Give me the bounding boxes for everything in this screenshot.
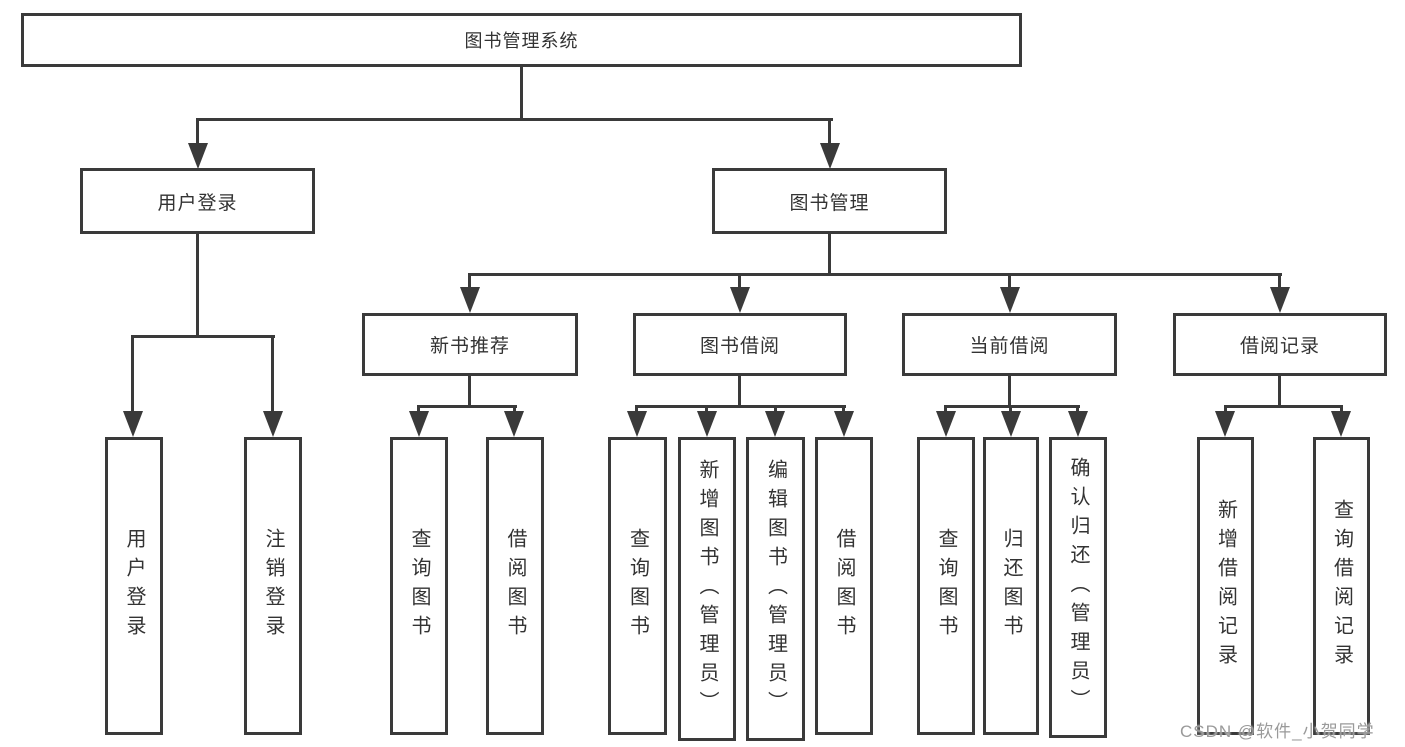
connector-stub bbox=[842, 405, 845, 415]
leaf-label: 用户登录 bbox=[123, 528, 145, 644]
leaf-return-books: 归还图书 bbox=[983, 437, 1039, 735]
connector-stub-borrow-records bbox=[1278, 273, 1281, 288]
connector-stub-leaf-logout bbox=[271, 335, 274, 415]
connector-stub-book-management bbox=[828, 118, 831, 146]
arrowhead-icon bbox=[123, 411, 143, 437]
connector-stub bbox=[1340, 405, 1343, 415]
leaf-label: 借阅图书 bbox=[504, 528, 526, 644]
connector-stub bbox=[1009, 405, 1012, 415]
connector-stub-user-login bbox=[196, 118, 199, 146]
connector-book-management-drop bbox=[828, 234, 831, 276]
leaf-borrow-books: 借阅图书 bbox=[815, 437, 873, 735]
node-borrow-records: 借阅记录 bbox=[1173, 313, 1387, 376]
leaf-add-borrow-record: 新增借阅记录 bbox=[1197, 437, 1254, 735]
connector-user-login-drop bbox=[196, 234, 199, 335]
connector-user-login-split bbox=[131, 335, 275, 338]
arrowhead-icon bbox=[460, 287, 480, 313]
arrowhead-icon bbox=[263, 411, 283, 437]
connector-stub bbox=[635, 405, 638, 415]
node-book-management: 图书管理 bbox=[712, 168, 947, 234]
connector-stub-book-borrow bbox=[738, 273, 741, 288]
arrowhead-icon bbox=[1215, 411, 1235, 437]
csdn-watermark: CSDN @软件_小贺同学 bbox=[1180, 722, 1375, 741]
arrowhead-icon bbox=[820, 143, 840, 169]
connector-book-borrow-drop bbox=[738, 376, 741, 405]
node-label: 当前借阅 bbox=[969, 336, 1050, 357]
leaf-edit-book-admin: 编辑图书（管理员） bbox=[746, 437, 805, 741]
leaf-label: 编辑图书（管理员） bbox=[764, 458, 787, 720]
leaf-query-borrow-record: 查询借阅记录 bbox=[1313, 437, 1370, 735]
connector-stub-leaf-user-login bbox=[131, 335, 134, 415]
connector-root-split bbox=[196, 118, 833, 121]
node-book-borrow: 图书借阅 bbox=[633, 313, 847, 376]
arrowhead-icon bbox=[834, 411, 854, 437]
arrowhead-icon bbox=[1000, 287, 1020, 313]
leaf-label: 新增图书（管理员） bbox=[696, 458, 718, 720]
connector-root-drop bbox=[520, 67, 523, 118]
node-label: 图书管理 bbox=[789, 192, 870, 214]
connector-stub bbox=[417, 405, 420, 415]
leaf-query-books-current: 查询图书 bbox=[917, 437, 975, 735]
leaf-label: 查询借阅记录 bbox=[1330, 499, 1353, 673]
leaf-label: 查询图书 bbox=[408, 528, 430, 644]
node-label: 图书借阅 bbox=[699, 336, 780, 357]
node-label: 新书推荐 bbox=[429, 336, 510, 357]
connector-stub bbox=[513, 405, 516, 415]
leaf-label: 确认归还（管理员） bbox=[1067, 457, 1089, 718]
connector-stub bbox=[944, 405, 947, 415]
arrowhead-icon bbox=[627, 411, 647, 437]
connector-new-book-split bbox=[417, 405, 517, 408]
leaf-user-login: 用户登录 bbox=[105, 437, 163, 735]
leaf-label: 新增借阅记录 bbox=[1214, 499, 1237, 673]
connector-book-management-split bbox=[468, 273, 1282, 276]
connector-new-book-drop bbox=[468, 376, 471, 405]
arrowhead-icon bbox=[504, 411, 524, 437]
node-label: 图书管理系统 bbox=[464, 31, 579, 51]
leaf-borrow-books-recommend: 借阅图书 bbox=[486, 437, 544, 735]
connector-book-borrow-split bbox=[635, 405, 846, 408]
leaf-label: 注销登录 bbox=[262, 528, 284, 644]
node-current-borrow: 当前借阅 bbox=[902, 313, 1117, 376]
leaf-query-books-recommend: 查询图书 bbox=[390, 437, 448, 735]
connector-current-borrow-drop bbox=[1008, 376, 1011, 405]
connector-stub bbox=[774, 405, 777, 415]
arrowhead-icon bbox=[409, 411, 429, 437]
connector-stub bbox=[1224, 405, 1227, 415]
node-label: 用户登录 bbox=[157, 192, 238, 214]
node-library-management-system: 图书管理系统 bbox=[21, 13, 1022, 67]
node-user-login: 用户登录 bbox=[80, 168, 315, 234]
leaf-label: 查询图书 bbox=[626, 528, 649, 644]
node-new-book-recommend: 新书推荐 bbox=[362, 313, 578, 376]
arrowhead-icon bbox=[697, 411, 717, 437]
leaf-label: 查询图书 bbox=[935, 528, 957, 644]
connector-stub-new-book bbox=[468, 273, 471, 288]
arrowhead-icon bbox=[936, 411, 956, 437]
connector-borrow-records-drop bbox=[1278, 376, 1281, 405]
node-label: 借阅记录 bbox=[1239, 336, 1320, 357]
arrowhead-icon bbox=[1331, 411, 1351, 437]
connector-stub bbox=[705, 405, 708, 415]
arrowhead-icon bbox=[1270, 287, 1290, 313]
leaf-label: 归还图书 bbox=[1000, 528, 1022, 644]
leaf-logout: 注销登录 bbox=[244, 437, 302, 735]
leaf-query-books-borrow: 查询图书 bbox=[608, 437, 667, 735]
leaf-confirm-return-admin: 确认归还（管理员） bbox=[1049, 437, 1107, 738]
arrowhead-icon bbox=[1068, 411, 1088, 437]
arrowhead-icon bbox=[1001, 411, 1021, 437]
connector-borrow-records-split bbox=[1224, 405, 1343, 408]
leaf-add-book-admin: 新增图书（管理员） bbox=[678, 437, 736, 741]
arrowhead-icon bbox=[765, 411, 785, 437]
connector-stub bbox=[1076, 405, 1079, 415]
leaf-label: 借阅图书 bbox=[833, 528, 855, 644]
connector-current-borrow-split bbox=[944, 405, 1080, 408]
connector-stub-current-borrow bbox=[1008, 273, 1011, 288]
arrowhead-icon bbox=[188, 143, 208, 169]
arrowhead-icon bbox=[730, 287, 750, 313]
